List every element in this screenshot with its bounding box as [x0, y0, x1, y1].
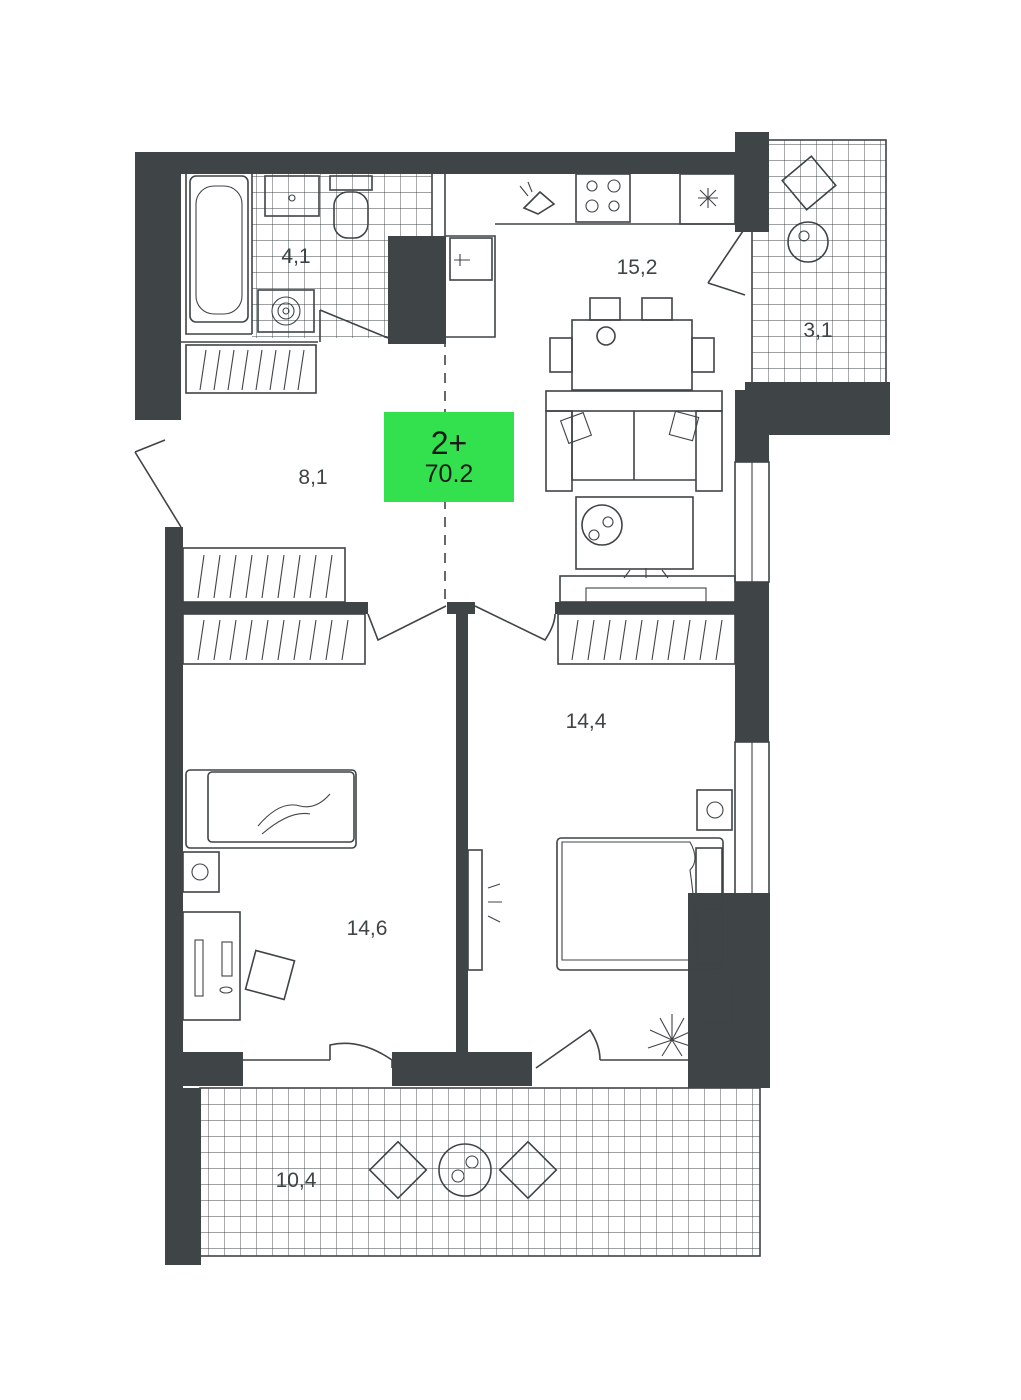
area-bathroom: 4,1	[281, 245, 310, 268]
coffee-table-icon	[575, 496, 694, 570]
area-large-balcony: 10,4	[276, 1169, 317, 1192]
fridge-icon	[679, 173, 736, 225]
apartment-type: 2+	[430, 425, 468, 461]
bathtub-icon	[189, 175, 249, 323]
windows	[243, 461, 770, 1068]
area-bedroom-right: 14,4	[566, 710, 607, 733]
small-balcony-tiles	[752, 140, 886, 416]
large-balcony-chair-left-icon	[368, 1140, 428, 1200]
sofa-icon	[545, 390, 723, 492]
area-small-balcony: 3,1	[803, 319, 832, 342]
tv-stand-icon	[559, 568, 736, 603]
heater-icon	[182, 789, 733, 893]
large-balcony-chair-right-icon	[498, 1140, 558, 1200]
apartment-badge: 2+ 70.2	[384, 412, 514, 502]
apartment-total-area: 70.2	[424, 460, 474, 488]
area-kitchen-living: 15,2	[617, 256, 658, 279]
washing-machine-icon	[257, 289, 315, 333]
dining-table-icon	[549, 297, 715, 391]
large-balcony-table-icon	[438, 1143, 492, 1197]
walls	[135, 132, 890, 1265]
single-bed-icon	[185, 769, 357, 849]
desk-chair-icon	[244, 949, 296, 1001]
area-labels: 4,1 15,2 3,1 8,1 14,4 14,6 10,4	[276, 245, 833, 1192]
kitchen-sink-icon	[449, 237, 493, 281]
doors	[134, 227, 746, 1069]
balcony-chair-icon	[781, 155, 837, 211]
wardrobes	[182, 344, 736, 665]
wall-lamp-icon	[467, 849, 502, 971]
large-balcony-tiles	[200, 1088, 760, 1256]
desk-icon	[182, 911, 241, 1021]
plant-icon	[647, 1014, 697, 1057]
stove-icon	[575, 173, 631, 223]
toilet-icon	[329, 175, 373, 239]
balcony-table-icon	[787, 221, 829, 263]
sink-icon	[264, 175, 320, 217]
area-hallway: 8,1	[298, 466, 327, 489]
kettle-icon	[519, 181, 556, 215]
double-bed-icon	[556, 837, 724, 971]
area-bedroom-left: 14,6	[347, 917, 388, 940]
nightstand-icon	[696, 981, 733, 1023]
